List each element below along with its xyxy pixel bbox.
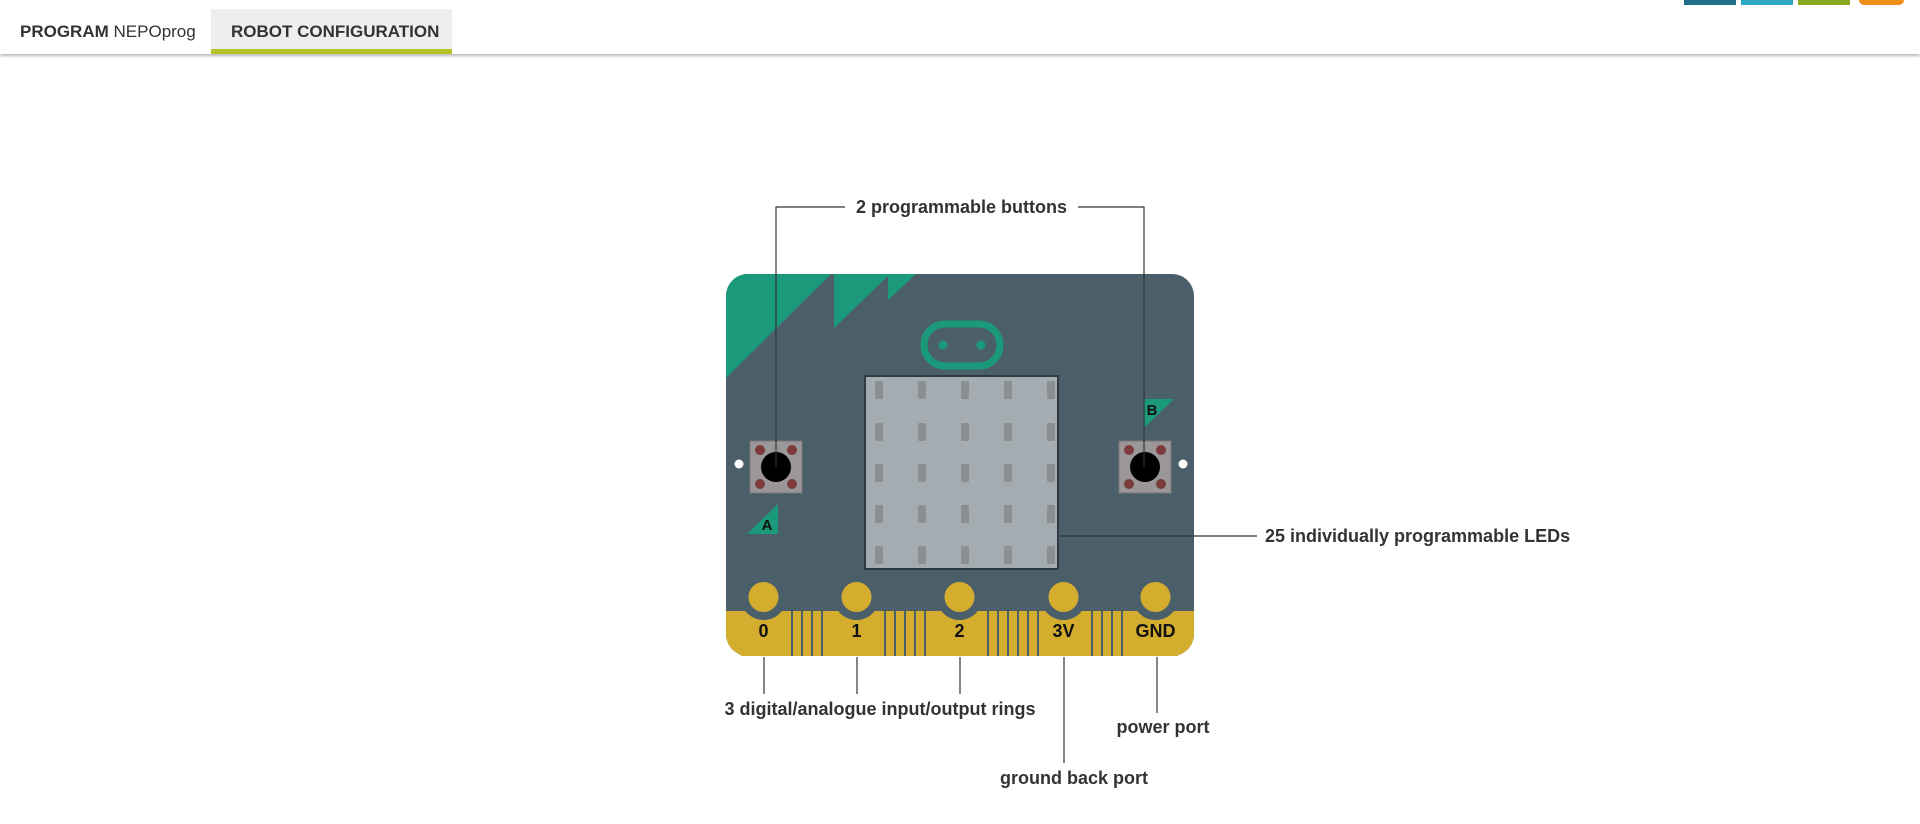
led-2-5 xyxy=(1047,423,1055,441)
edge-strip-4-3 xyxy=(1111,611,1113,656)
callout-ground: ground back port xyxy=(1000,768,1148,788)
pin-gnd-label: GND xyxy=(1136,621,1176,641)
logo-eye-left xyxy=(938,340,948,350)
led-2-3 xyxy=(961,423,969,441)
led-3-2 xyxy=(918,464,926,482)
led-4-5 xyxy=(1047,505,1055,523)
tab-program[interactable]: PROGRAM NEPOprog xyxy=(0,9,216,54)
led-1-4 xyxy=(1004,381,1012,399)
edge-strip-4-2 xyxy=(1101,611,1103,656)
pin-0-label: 0 xyxy=(758,621,768,641)
edge-strip-3-1 xyxy=(987,611,989,656)
logo-block-2 xyxy=(1741,0,1793,5)
led-5-5 xyxy=(1047,546,1055,564)
edge-strip-3-6 xyxy=(1037,611,1039,656)
microbit-logo xyxy=(920,320,1004,370)
button-a-marker xyxy=(747,504,778,534)
robot-configuration-canvas: A B 0 1 2 3V xyxy=(0,54,1920,819)
callout-lines xyxy=(763,206,1257,763)
edge-strip-3-2 xyxy=(997,611,999,656)
edge-strip-2-1 xyxy=(884,611,886,656)
tab-program-prefix: PROGRAM xyxy=(20,22,109,41)
button-b[interactable] xyxy=(1118,440,1172,494)
edge-strip-2-5 xyxy=(924,611,926,656)
led-2-2 xyxy=(918,423,926,441)
edge-strips xyxy=(791,611,1123,656)
tab-robot-configuration[interactable]: ROBOT CONFIGURATION xyxy=(211,9,452,54)
edge-strip-4-1 xyxy=(1091,611,1093,656)
led-5-3 xyxy=(961,546,969,564)
led-1-1 xyxy=(875,381,883,399)
logo-eye-right xyxy=(976,340,986,350)
callout-leds: 25 individually programmable LEDs xyxy=(1265,526,1570,546)
led-dots xyxy=(875,381,1055,564)
callout-rings: 3 digital/analogue input/output rings xyxy=(725,699,1036,719)
microbit-diagram: A B 0 1 2 3V xyxy=(725,197,1571,788)
top-bar: PROGRAM NEPOprog ROBOT CONFIGURATION xyxy=(0,0,1920,54)
edge-strip-4-4 xyxy=(1121,611,1123,656)
led-2-1 xyxy=(875,423,883,441)
led-4-1 xyxy=(875,505,883,523)
led-1-2 xyxy=(918,381,926,399)
led-5-1 xyxy=(875,546,883,564)
edge-strip-1-4 xyxy=(821,611,823,656)
edge-hole-left xyxy=(734,459,744,469)
pins: 0 1 2 3V GND xyxy=(740,574,1179,656)
callout-buttons: 2 programmable buttons xyxy=(856,197,1067,217)
button-b-marker xyxy=(1144,399,1174,428)
edge-strip-3-4 xyxy=(1017,611,1019,656)
led-4-2 xyxy=(918,505,926,523)
edge-strip-2-4 xyxy=(914,611,916,656)
led-4-4 xyxy=(1004,505,1012,523)
pin-1[interactable]: 1 xyxy=(833,574,880,656)
edge-hole-right xyxy=(1178,459,1188,469)
pin-0[interactable]: 0 xyxy=(740,574,787,656)
led-1-5 xyxy=(1047,381,1055,399)
led-1-3 xyxy=(961,381,969,399)
led-5-2 xyxy=(918,546,926,564)
edge-strip-3-3 xyxy=(1007,611,1009,656)
edge-strip-3-5 xyxy=(1027,611,1029,656)
led-3-1 xyxy=(875,464,883,482)
pin-gnd[interactable]: GND xyxy=(1132,574,1179,656)
led-3-5 xyxy=(1047,464,1055,482)
tab-program-name: NEPOprog xyxy=(113,22,196,41)
tab-robot-configuration-label: ROBOT CONFIGURATION xyxy=(231,22,440,41)
led-3-3 xyxy=(961,464,969,482)
edge-strip-2-3 xyxy=(904,611,906,656)
led-2-4 xyxy=(1004,423,1012,441)
logo-block-4 xyxy=(1859,0,1904,5)
pin-1-label: 1 xyxy=(851,621,861,641)
pin-3v[interactable]: 3V xyxy=(1040,574,1087,656)
pin-3v-label: 3V xyxy=(1052,621,1074,641)
edge-strip-2-2 xyxy=(894,611,896,656)
board-stripes xyxy=(726,274,916,378)
callout-line-button-a xyxy=(775,206,845,467)
callout-power: power port xyxy=(1117,717,1210,737)
button-b-label: B xyxy=(1147,402,1158,419)
callout-line-button-b xyxy=(1078,206,1145,467)
edge-strip-1-1 xyxy=(791,611,793,656)
led-3-4 xyxy=(1004,464,1012,482)
led-4-3 xyxy=(961,505,969,523)
pin-2[interactable]: 2 xyxy=(936,574,983,656)
edge-strip-1-3 xyxy=(811,611,813,656)
pin-2-label: 2 xyxy=(954,621,964,641)
logo-block-1 xyxy=(1684,0,1736,5)
edge-strip-1-2 xyxy=(801,611,803,656)
logo-block-3 xyxy=(1798,0,1850,5)
led-5-4 xyxy=(1004,546,1012,564)
button-a-label: A xyxy=(762,517,773,534)
